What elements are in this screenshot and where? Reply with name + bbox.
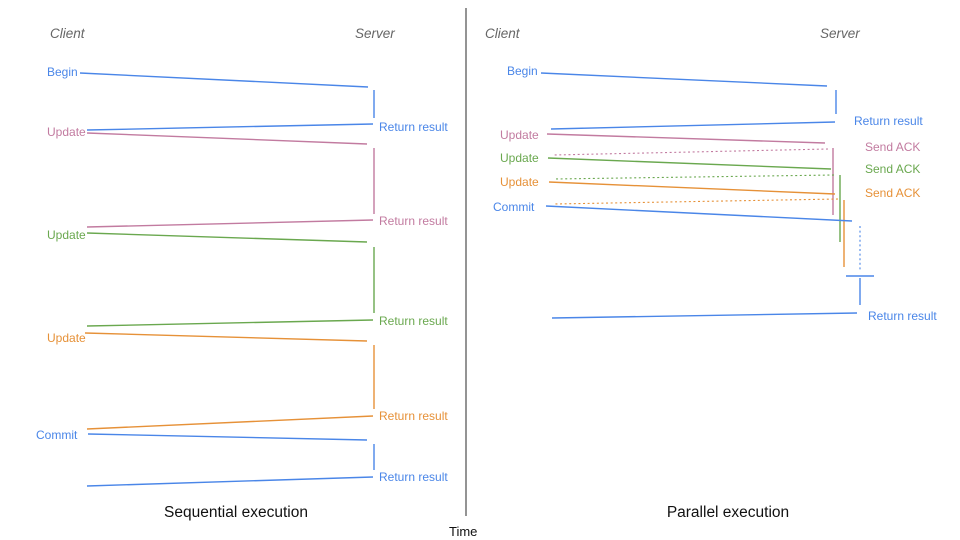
- parallel-panel: Client Server Begin Return result Update…: [485, 26, 937, 521]
- ack-label: Send ACK: [865, 162, 920, 176]
- request-line: [79, 72, 369, 88]
- request-line: [84, 332, 368, 342]
- request-line: [546, 133, 826, 144]
- ack-response-line: [553, 148, 829, 156]
- response-label: Return result: [379, 314, 448, 328]
- request-label-update2: Update: [500, 151, 539, 165]
- request-label-update1: Update: [47, 125, 86, 139]
- request-label-begin: Begin: [507, 64, 538, 78]
- request-line: [86, 232, 368, 243]
- response-label: Return result: [379, 120, 448, 134]
- response-label: Return result: [379, 409, 448, 423]
- time-axis-label: Time: [449, 524, 477, 539]
- request-label-update1: Update: [500, 128, 539, 142]
- client-lane-label: Client: [50, 26, 86, 41]
- sequential-panel: Client Server Begin Return result Update…: [36, 26, 448, 521]
- ack-response-line: [553, 198, 839, 205]
- panel-caption-sequential: Sequential execution: [164, 504, 308, 521]
- panel-caption-parallel: Parallel execution: [667, 504, 789, 521]
- response-line: [86, 219, 374, 228]
- response-line: [86, 415, 374, 430]
- request-line: [547, 157, 832, 170]
- server-lane-label: Server: [820, 26, 860, 41]
- ack-label: Send ACK: [865, 186, 920, 200]
- response-label: Return result: [854, 114, 923, 128]
- response-line: [86, 476, 374, 487]
- request-label-commit: Commit: [36, 428, 78, 442]
- response-line: [551, 312, 858, 319]
- response-label: Return result: [379, 470, 448, 484]
- time-axis: Time: [449, 8, 477, 539]
- response-line: [86, 319, 374, 327]
- request-label-update3: Update: [47, 331, 86, 345]
- request-line: [548, 181, 836, 195]
- response-line: [86, 123, 374, 131]
- response-label: Return result: [379, 214, 448, 228]
- request-line: [87, 433, 368, 441]
- request-line: [86, 132, 368, 145]
- request-label-update2: Update: [47, 228, 86, 242]
- ack-response-line: [553, 174, 835, 180]
- response-label: Return result: [868, 309, 937, 323]
- request-line: [540, 72, 828, 87]
- ack-label: Send ACK: [865, 140, 920, 154]
- response-line: [550, 121, 836, 130]
- server-lane-label: Server: [355, 26, 395, 41]
- request-line: [545, 205, 853, 222]
- client-lane-label: Client: [485, 26, 521, 41]
- request-label-begin: Begin: [47, 65, 78, 79]
- request-label-update3: Update: [500, 175, 539, 189]
- request-label-commit: Commit: [493, 200, 535, 214]
